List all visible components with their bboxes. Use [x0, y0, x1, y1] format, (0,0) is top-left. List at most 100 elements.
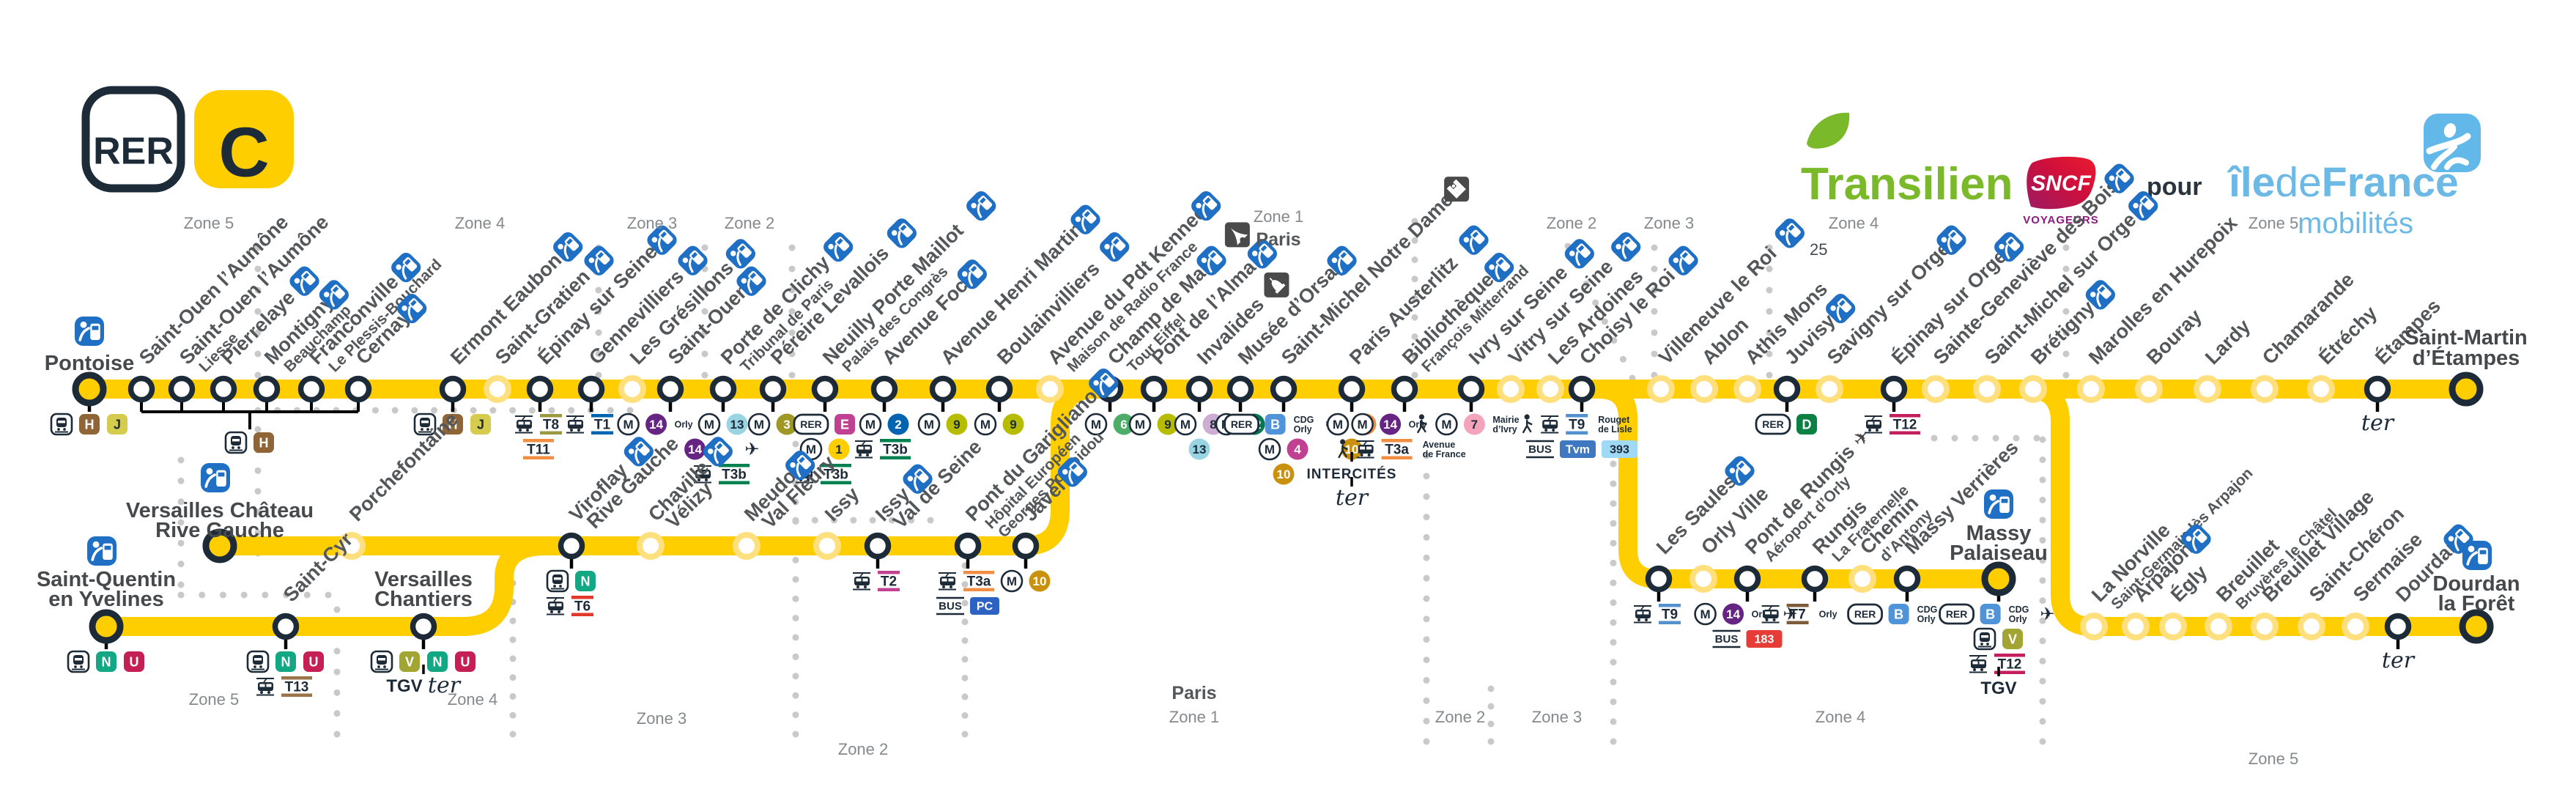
badge-walk: [1522, 414, 1533, 434]
svg-text:14: 14: [1726, 607, 1740, 621]
accessibility-icon: [1826, 293, 1856, 324]
badge-num-10: 10: [1029, 570, 1051, 592]
badge-train: [67, 650, 90, 673]
station-label: Pontoise: [45, 352, 134, 375]
station-dot: [1457, 375, 1485, 403]
station-dot-limited: [1922, 375, 1950, 403]
badge-sq-u: U: [303, 651, 324, 672]
station-dot: [410, 613, 437, 640]
accessibility-icon: [966, 191, 996, 221]
station-dot-limited: [1036, 375, 1064, 403]
accessibility-icon: [87, 536, 116, 566]
station-label: Issy: [821, 483, 863, 525]
badge-sq-u: U: [455, 651, 475, 672]
zone-boundaries: [177, 218, 2070, 745]
sncf-label: SNCF: [2031, 171, 2091, 196]
svg-text:U: U: [130, 655, 139, 670]
badge-tram-t3a: T3a: [939, 571, 994, 591]
station-dot-limited: [1973, 375, 2001, 403]
badge-train: [370, 650, 393, 673]
svg-text:T12: T12: [1998, 657, 2022, 673]
badge-tram-t12: T12: [1969, 654, 2025, 674]
accessibility-icon: [553, 232, 583, 262]
accessibility-icon: [887, 218, 917, 248]
station-dot: [577, 375, 605, 403]
station-label: Saint-Quentin: [37, 568, 176, 591]
svg-text:ter: ter: [428, 673, 462, 698]
station-dot-limited: [1816, 375, 1843, 403]
station-dot-limited: [2194, 375, 2221, 403]
badge-num-14: 14: [1380, 413, 1402, 435]
station-dot: [1893, 565, 1921, 593]
station-dot: [1568, 375, 1596, 403]
badge-row: T12: [1969, 654, 2025, 674]
station-dot-limited: [1689, 565, 1717, 593]
svg-text:V: V: [2008, 632, 2017, 647]
station-dot: [1773, 375, 1801, 403]
zone-boundary: [1766, 244, 1773, 379]
svg-text:M: M: [980, 418, 991, 432]
accessibility-icon: [1191, 191, 1221, 221]
badge-metro: M: [1128, 413, 1152, 436]
badge-row: T9: [1634, 604, 1681, 624]
rer-frame: [81, 86, 185, 193]
svg-text:T3b: T3b: [722, 467, 747, 483]
accessibility-icon: [1984, 489, 2013, 519]
badge-sq-b: B: [1265, 414, 1286, 435]
station-dot: [253, 375, 281, 403]
svg-text:N: N: [581, 574, 591, 589]
badge-ic: INTERCITÉS: [1307, 466, 1396, 482]
badge-train: [546, 569, 569, 593]
station-dot: [1338, 375, 1366, 403]
badge-sq-e: E: [834, 414, 855, 435]
svg-text:M: M: [1265, 443, 1275, 456]
monument-eiffel-icon: [1224, 222, 1250, 248]
badge-train: [413, 413, 437, 436]
station-label-group: Lardy: [2201, 315, 2254, 369]
station-dot: [1140, 375, 1168, 403]
station-villeneuve-le-roi: Villeneuve le Roi: [1647, 218, 1805, 403]
zone-label: Zone 4: [448, 690, 498, 709]
badge-row: 10: [1341, 438, 1363, 460]
svg-text:J: J: [477, 418, 484, 432]
accessibility-icon: [1459, 225, 1489, 255]
badge-tram-t8: T8: [515, 414, 562, 435]
badge-sq-d: D: [1796, 414, 1817, 435]
zone-label: Zone 3: [1532, 708, 1583, 726]
badge-tram-t6: T6: [547, 596, 593, 616]
svg-text:393: 393: [1610, 444, 1629, 456]
svg-text:9: 9: [953, 418, 960, 432]
accessibility-icon: [319, 280, 349, 310]
station-label: Chantiers: [374, 588, 473, 611]
svg-text:T13: T13: [285, 680, 309, 695]
badge-row: T2: [853, 571, 900, 591]
station-dot-limited: [1647, 375, 1675, 403]
idfm-person-icon: [2424, 114, 2481, 172]
station-dot-limited: [2205, 613, 2232, 640]
badge-sq-b: B: [1888, 604, 1909, 624]
svg-text:RER: RER: [800, 418, 822, 430]
zone-boundary: [792, 517, 934, 524]
badge-metro: M: [617, 413, 640, 436]
station-dot-limited: [1536, 375, 1564, 403]
zone-label: Zone 1: [1254, 207, 1304, 226]
badge-row: ter: [2382, 648, 2416, 673]
badge-sq-h: H: [253, 432, 274, 453]
svg-text:BUS: BUS: [939, 600, 962, 613]
svg-text:T2: T2: [881, 574, 897, 590]
badge-tgv: TGV: [1980, 678, 2016, 698]
svg-text:T3b: T3b: [823, 467, 848, 483]
badge-sq-u: U: [124, 651, 144, 672]
